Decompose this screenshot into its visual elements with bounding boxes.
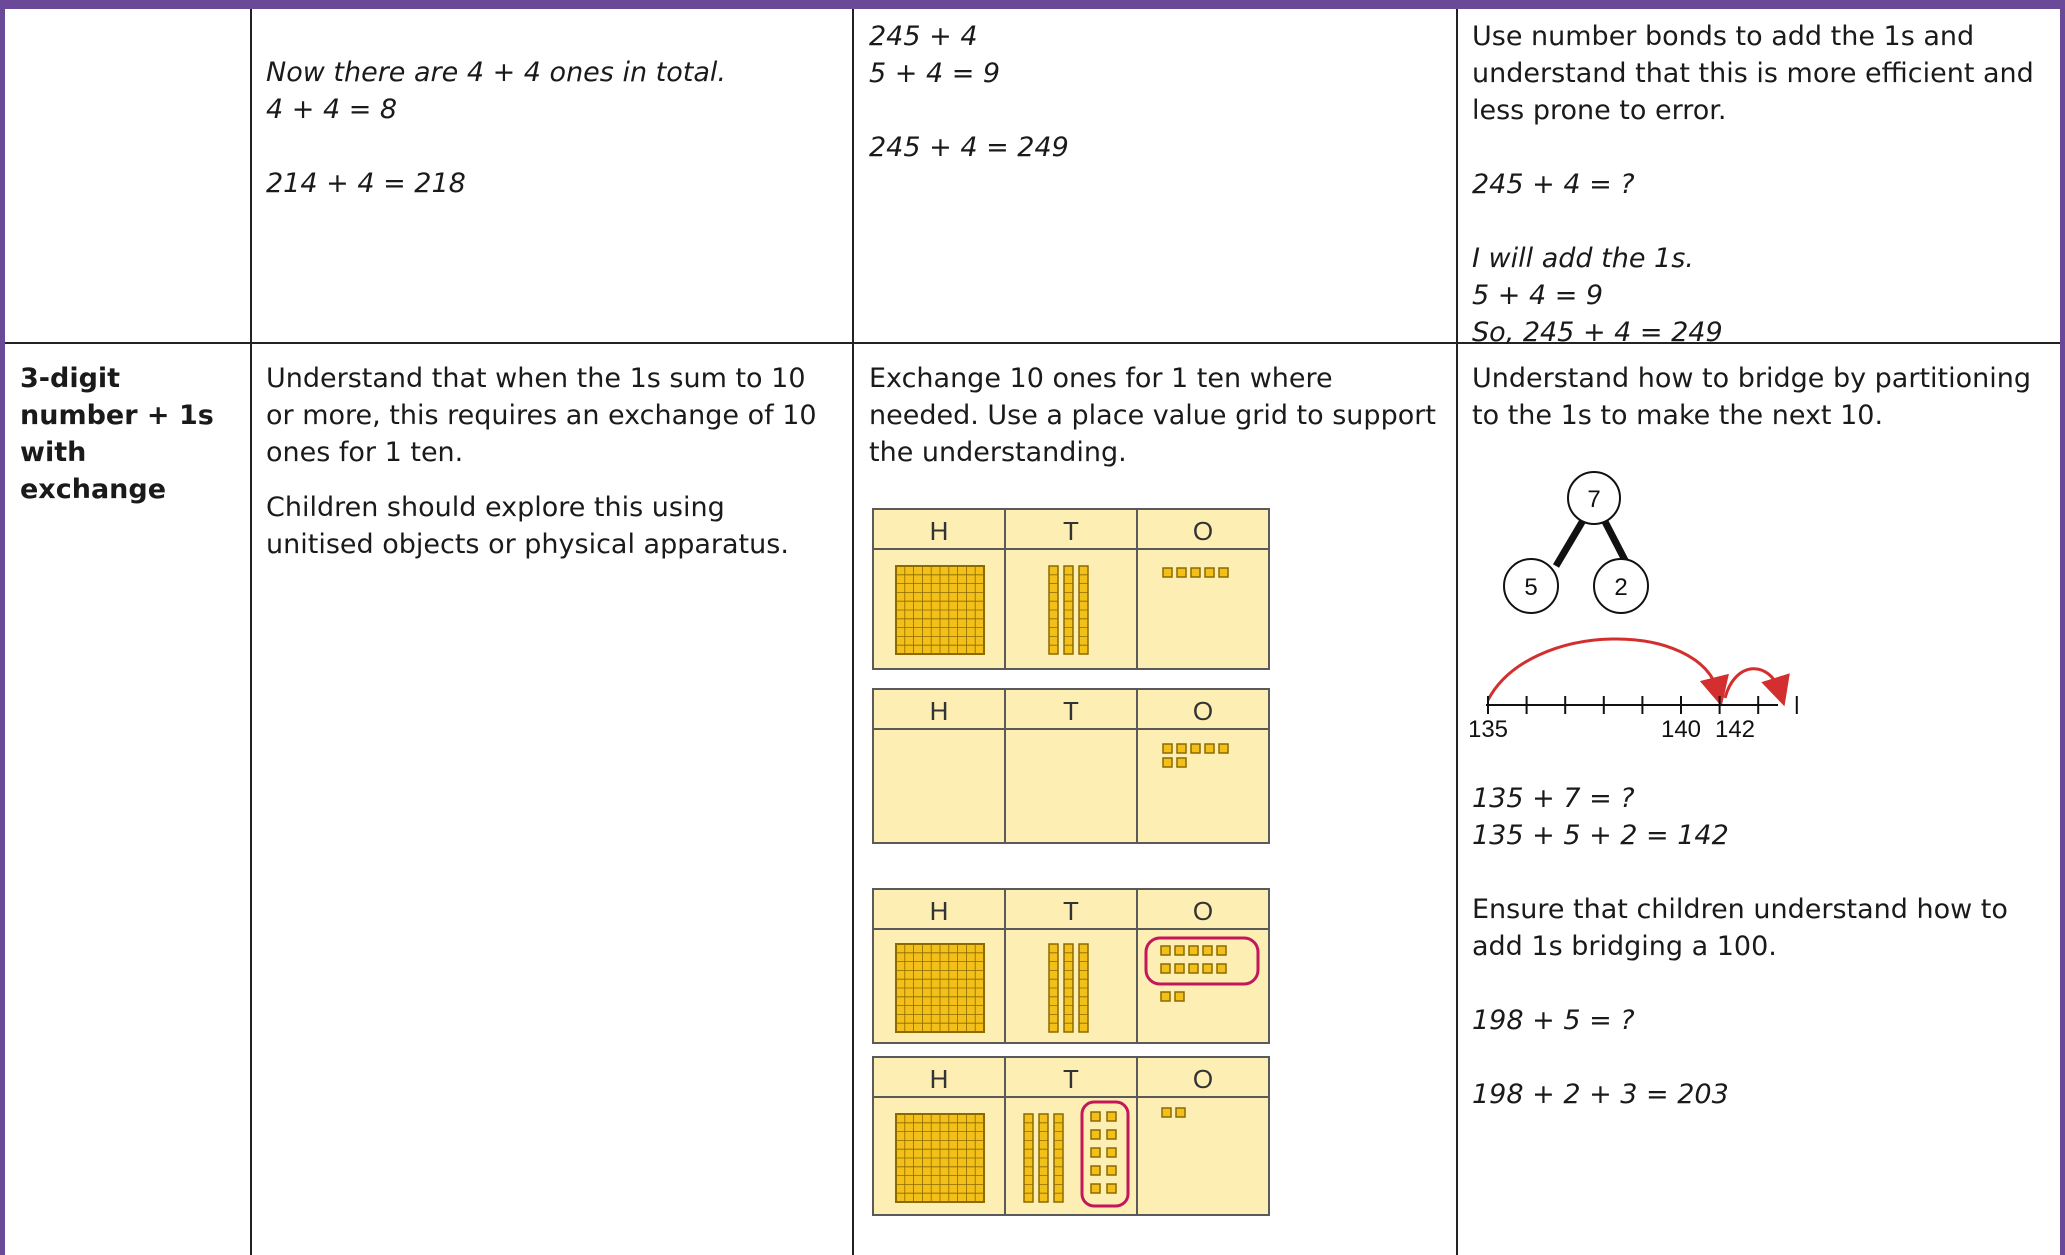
pv-grid-1: H T O <box>872 508 1270 670</box>
main-col4-lower: 135 + 7 = ? 135 + 5 + 2 = 142 Ensure tha… <box>1472 780 2052 1113</box>
row-heading: 3-digit number + 1s with exchange <box>20 363 214 505</box>
ten-rods <box>1023 1113 1064 1203</box>
hundred-block <box>895 943 985 1033</box>
pv-header-t: T <box>1063 516 1079 546</box>
pv-header-t: T <box>1063 696 1079 726</box>
nl-label-142: 142 <box>1715 716 1755 743</box>
bond-part-2: 2 <box>1614 574 1627 601</box>
top-col2-line-4: 214 + 4 = 218 <box>266 168 466 199</box>
eq-198-plus-2-plus-3: 198 + 2 + 3 = 203 <box>1472 1079 1729 1110</box>
top-col4-text: Use number bonds to add the 1s and under… <box>1472 18 2042 351</box>
main-col2-para-2: Children should explore this using uniti… <box>266 492 789 560</box>
top-col4-eq1: 245 + 4 = ? <box>1472 169 1635 200</box>
top-col4-intro: Use number bonds to add the 1s and under… <box>1472 21 2034 126</box>
top-col3-text: 245 + 4 5 + 4 = 9 245 + 4 = 249 <box>869 18 1439 166</box>
bond-whole: 7 <box>1587 486 1600 513</box>
spacer <box>1472 965 2052 1002</box>
bond-part-1: 5 <box>1524 574 1537 601</box>
pv-grid-2: H T O <box>872 688 1270 844</box>
pv-header-t: T <box>1063 896 1079 926</box>
spacer <box>1472 1039 2052 1076</box>
top-col3-line-4: 245 + 4 = 249 <box>869 132 1069 163</box>
pv-header-h: H <box>930 896 949 926</box>
pv-header-t: T <box>1063 1064 1079 1094</box>
exchange-loop <box>1144 936 1260 986</box>
ones-cubes <box>1162 743 1229 768</box>
hundred-block <box>895 1113 985 1203</box>
ones-cubes <box>1160 945 1227 1002</box>
spacer <box>1472 854 2052 891</box>
top-col3-line-1: 245 + 4 <box>869 21 978 52</box>
exchange-loop <box>1080 1100 1130 1208</box>
exchanged-ones <box>1090 1111 1117 1194</box>
ten-rods <box>1048 943 1089 1033</box>
top-col4-line-c: So, 245 + 4 = 249 <box>1472 317 1723 348</box>
spacer <box>1472 203 2042 240</box>
column-divider-1 <box>250 9 252 1255</box>
top-col3-line-2: 5 + 4 = 9 <box>869 58 1001 89</box>
column-divider-3 <box>1456 9 1458 1255</box>
main-col2-text: Understand that when the 1s sum to 10 or… <box>266 360 836 563</box>
number-line-ticks <box>1487 696 1798 714</box>
ensure-text: Ensure that children understand how to a… <box>1472 894 2008 962</box>
ten-rods <box>1048 565 1089 655</box>
pv-header-o: O <box>1193 896 1213 926</box>
ones-cubes <box>1161 1107 1186 1118</box>
bond-whole-circle <box>1567 471 1621 525</box>
number-bond-diagram: 7 5 2 <box>1503 471 1649 614</box>
spacer <box>1472 129 2042 166</box>
main-col4-text: Understand how to bridge by partitioning… <box>1472 363 2031 431</box>
pv-grid-4: H T O <box>872 1056 1270 1216</box>
pv-grid-3: H T O <box>872 888 1270 1044</box>
nl-label-140: 140 <box>1661 716 1701 743</box>
hundred-block <box>895 565 985 655</box>
jump-arrow-2 <box>1723 667 1790 707</box>
spacer <box>266 128 836 165</box>
top-col2-line-1: Now there are 4 + 4 ones in total. <box>266 57 726 88</box>
pv-header-o: O <box>1193 516 1213 546</box>
main-col2-para-1: Understand that when the 1s sum to 10 or… <box>266 363 817 468</box>
pv-header-h: H <box>930 516 949 546</box>
pv-header-h: H <box>930 1064 949 1094</box>
column-divider-2 <box>852 9 854 1255</box>
row-divider <box>5 342 2060 344</box>
pv-header-o: O <box>1193 696 1213 726</box>
top-col2-text: Now there are 4 + 4 ones in total. 4 + 4… <box>266 54 836 202</box>
main-col3-text: Exchange 10 ones for 1 ten where needed.… <box>869 363 1436 468</box>
spacer <box>266 471 836 489</box>
pv-header-o: O <box>1193 1064 1213 1094</box>
top-col4-line-b: 5 + 4 = 9 <box>1472 280 1604 311</box>
top-col4-line-a: I will add the 1s. <box>1472 243 1694 274</box>
top-col2-line-2: 4 + 4 = 8 <box>266 94 398 125</box>
eq-135-plus-7: 135 + 7 = ? <box>1472 783 1635 814</box>
eq-198-plus-5: 198 + 5 = ? <box>1472 1005 1635 1036</box>
eq-135-plus-5-plus-2: 135 + 5 + 2 = 142 <box>1472 820 1729 851</box>
spacer <box>869 92 1439 129</box>
ones-cubes <box>1162 567 1229 578</box>
nl-label-135: 135 <box>1470 716 1508 743</box>
pv-header-h: H <box>930 696 949 726</box>
number-line-diagram: 135 140 142 <box>1470 637 1798 743</box>
bond-part-circle-1 <box>1503 558 1559 614</box>
jump-arrow-1 <box>1486 637 1729 707</box>
bond-part-circle-2 <box>1593 558 1649 614</box>
